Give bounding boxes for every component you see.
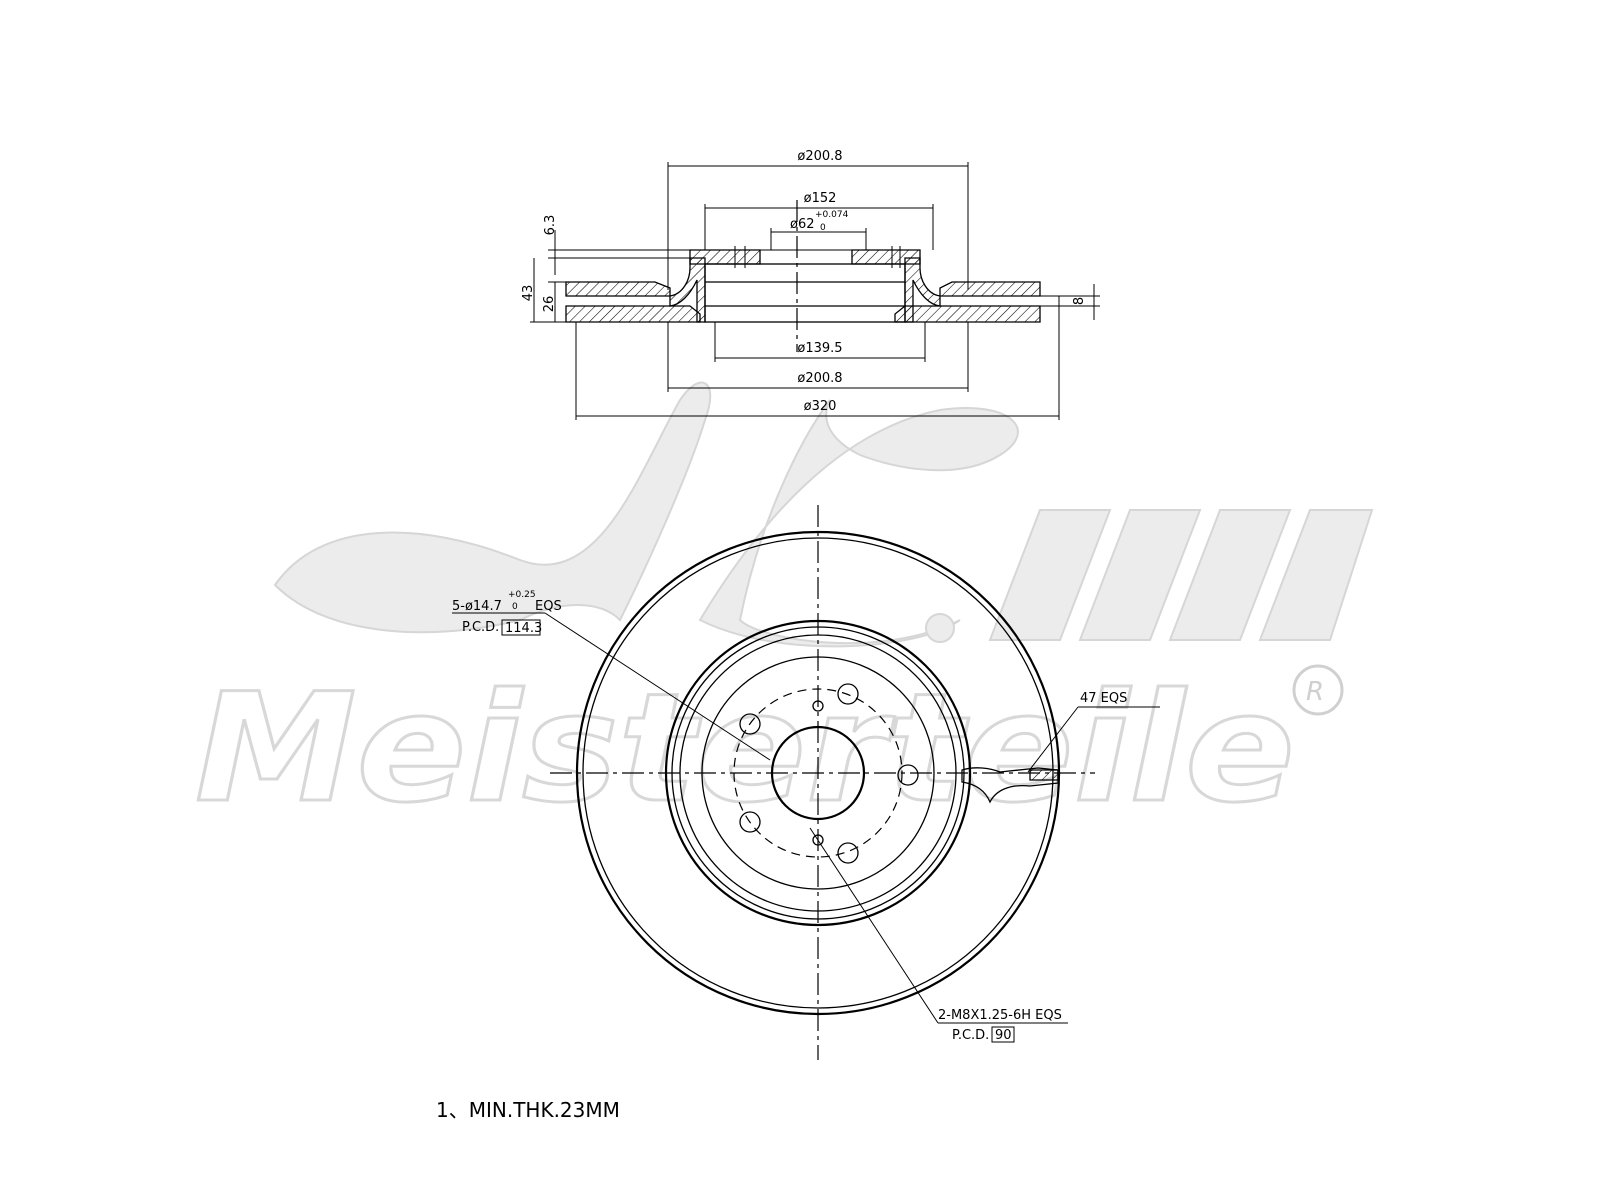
bolt-holes-suffix: EQS [535,599,562,614]
dim-disc-thickness-label: 26 [542,296,557,313]
watermark-logo [273,381,1374,648]
right-disc-top-plate [939,281,1041,297]
right-disc-bottom-plate [894,305,1041,323]
leader-vanes [1027,706,1079,773]
bolt-hole-3 [739,811,761,833]
watermark-bar-1 [988,509,1112,641]
vanes-label: 47 EQS [1080,691,1127,706]
dim-hat-outer-bottom-label: ø200.8 [797,371,842,386]
watermark-swoosh-b [698,399,1019,648]
bolt-pcd-value: 114.3 [505,621,542,636]
watermark-bar-4 [1258,509,1374,641]
dim-hat-thickness-label: 6.3 [543,215,558,236]
threaded-hole-2 [812,834,824,846]
dim-hat-inner-label: ø139.5 [797,341,842,356]
thread-pcd-box [991,1026,1015,1043]
bolt-holes-label: 5-ø14.7 [452,599,502,614]
disc-outer-circle [575,530,1061,1016]
bolt-holes-tol-upper: +0.25 [508,590,536,600]
thread-pcd-value: 90 [995,1028,1012,1043]
dim-bore-tol-lower: 0 [820,223,826,233]
watermark-registered-mark: R [1306,677,1324,707]
min-thickness-note: 1、MIN.THK.23MM [436,1098,620,1122]
threaded-hole-1 [812,700,824,712]
center-bore-circle [770,725,866,821]
dim-bore-label: ø62 [790,217,815,232]
dim-hat-outer-label: ø200.8 [797,149,842,164]
dim-hat-top-label: ø152 [804,191,837,206]
hat-top-left [689,249,761,265]
bolt-hole-4 [837,842,859,864]
pcd-circle [733,688,903,858]
hat-edge-circle [679,634,957,912]
dim-bore-tol-upper: +0.074 [815,210,849,220]
hat-wall-right [904,257,941,323]
side-section-view: ø200.8 ø152 ø62 +0.074 0 ø139.5 ø200.8 ø… [521,149,1100,420]
watermark-registered-circle [1292,664,1344,716]
vane-section-cutout [961,767,1059,804]
threaded-holes-label: 2-M8X1.25-6H EQS [938,1008,1062,1023]
bolt-pcd-prefix: P.C.D. [462,620,499,635]
watermark-bar-2 [1078,509,1202,641]
hat-wall-left [669,257,706,323]
bolt-hole-1 [837,683,859,705]
left-disc-top-plate [565,281,671,297]
watermark-bar-3 [1168,509,1292,641]
watermark-brand-text: Meisterteile [195,662,1295,836]
leader-threaded-holes [809,827,939,1024]
dim-vent-gap-label: 8 [1072,297,1087,305]
hat-step-circle [671,626,965,920]
hat-top-right [851,249,921,265]
bolt-pcd-box [501,619,541,636]
front-view: 5-ø14.7 +0.25 0 EQS P.C.D. 114.3 47 EQS … [452,505,1160,1060]
hat-top-circle [701,656,935,890]
bolt-hole-2 [739,713,761,735]
dim-total-height-label: 43 [521,285,536,302]
dim-disc-diameter-label: ø320 [804,399,837,414]
hat-inner-outline [704,263,906,323]
thread-pcd-prefix: P.C.D. [952,1028,989,1043]
watermark-dot [925,613,955,643]
vane-section-hatch [1029,769,1059,781]
leader-bolt-holes [544,612,771,761]
hat-outer-circle [664,619,972,927]
left-disc-bottom-plate [565,305,701,323]
watermark: Meisterteile R [194,381,1374,838]
bolt-holes-tol-lower: 0 [512,602,518,612]
watermark-swoosh-a [273,381,712,634]
bolt-hole-5 [897,764,919,786]
